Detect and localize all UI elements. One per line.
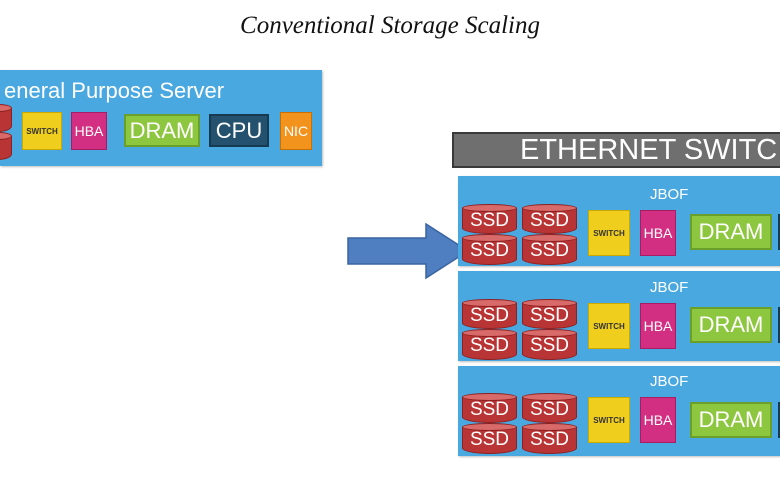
ssd-label: SSD bbox=[469, 305, 510, 326]
ssd-label: SSD bbox=[529, 210, 570, 231]
jbof-title: JBOF bbox=[650, 186, 689, 203]
ssd-drive-icon: SSD bbox=[522, 299, 577, 329]
ssd-drive-icon: SSD bbox=[462, 423, 517, 454]
server-ssd-drive-icon bbox=[0, 104, 12, 132]
ssd-drive-icon: SSD bbox=[462, 204, 517, 234]
ethernet-switch-bar: ETHERNET SWITC bbox=[452, 132, 780, 168]
ssd-drive-icon: SSD bbox=[522, 234, 577, 265]
ssd-label: SSD bbox=[529, 335, 570, 356]
jbof-panel: JBOF SSD SSD SSD SSD SWITCH HBA DRAM bbox=[458, 176, 780, 266]
jbof-hba-chip: HBA bbox=[640, 303, 676, 349]
server-dram-chip: DRAM bbox=[124, 114, 200, 147]
jbof-dram-chip: DRAM bbox=[690, 214, 772, 250]
jbof-switch-chip: SWITCH bbox=[588, 303, 630, 349]
jbof-cpu-chip bbox=[778, 402, 780, 438]
ssd-label: SSD bbox=[529, 240, 570, 261]
jbof-panel: JBOF SSD SSD SSD SSD SWITCH HBA DRAM bbox=[458, 271, 780, 361]
jbof-cpu-chip bbox=[778, 214, 780, 250]
jbof-title: JBOF bbox=[650, 373, 689, 390]
jbof-cpu-chip bbox=[778, 307, 780, 343]
ssd-drive-icon: SSD bbox=[522, 423, 577, 454]
jbof-dram-chip: DRAM bbox=[690, 307, 772, 343]
server-nic-chip: NIC bbox=[280, 112, 312, 150]
ssd-label: SSD bbox=[529, 429, 570, 450]
server-cpu-chip: CPU bbox=[209, 114, 269, 147]
ssd-label: SSD bbox=[469, 429, 510, 450]
jbof-switch-chip: SWITCH bbox=[588, 210, 630, 256]
ssd-drive-icon: SSD bbox=[522, 393, 577, 423]
ssd-drive-icon: SSD bbox=[522, 204, 577, 234]
jbof-hba-chip: HBA bbox=[640, 210, 676, 256]
jbof-switch-chip: SWITCH bbox=[588, 397, 630, 443]
server-ssd-drive-icon bbox=[0, 132, 12, 160]
server-hba-chip: HBA bbox=[71, 112, 107, 150]
ssd-drive-icon: SSD bbox=[522, 329, 577, 360]
general-purpose-server-panel: eneral Purpose Server SWITCH HBA DRAM CP… bbox=[0, 70, 322, 166]
ssd-label: SSD bbox=[529, 399, 570, 420]
ssd-label: SSD bbox=[529, 305, 570, 326]
jbof-hba-chip: HBA bbox=[640, 397, 676, 443]
scaling-arrow-icon bbox=[347, 222, 470, 280]
ssd-drive-icon: SSD bbox=[462, 329, 517, 360]
ssd-drive-icon: SSD bbox=[462, 393, 517, 423]
jbof-dram-chip: DRAM bbox=[690, 402, 772, 438]
ssd-drive-icon: SSD bbox=[462, 234, 517, 265]
ssd-drive-icon: SSD bbox=[462, 299, 517, 329]
ssd-label: SSD bbox=[469, 240, 510, 261]
diagram-title: Conventional Storage Scaling bbox=[240, 12, 540, 39]
jbof-panel: JBOF SSD SSD SSD SSD SWITCH HBA DRAM bbox=[458, 366, 780, 456]
server-title: eneral Purpose Server bbox=[4, 78, 225, 103]
ssd-label: SSD bbox=[469, 335, 510, 356]
jbof-title: JBOF bbox=[650, 279, 689, 296]
ssd-label: SSD bbox=[469, 210, 510, 231]
server-switch-chip: SWITCH bbox=[22, 112, 62, 150]
ssd-label: SSD bbox=[469, 399, 510, 420]
